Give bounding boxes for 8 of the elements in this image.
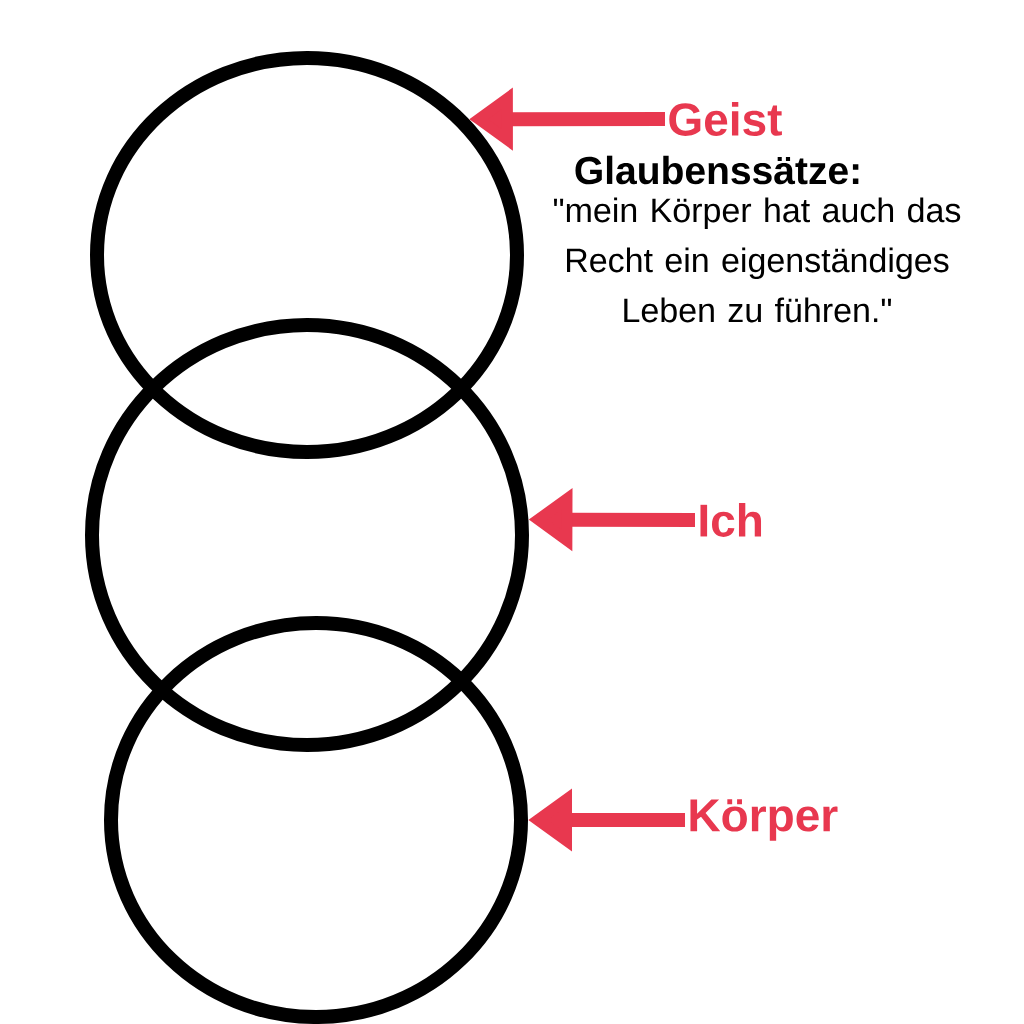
circle-outline [90, 51, 524, 459]
heading-text: Glaubenssätze: [575, 155, 859, 185]
label-text: Ich [700, 503, 761, 537]
quote-text: "mein Körper hat auch das Recht ein eigenständiges Leben zu führen." [553, 197, 961, 323]
circle-outline [104, 616, 528, 1024]
circle-outline [85, 318, 529, 752]
label-text: Geist [669, 102, 782, 136]
label-text: Körper [690, 799, 838, 841]
